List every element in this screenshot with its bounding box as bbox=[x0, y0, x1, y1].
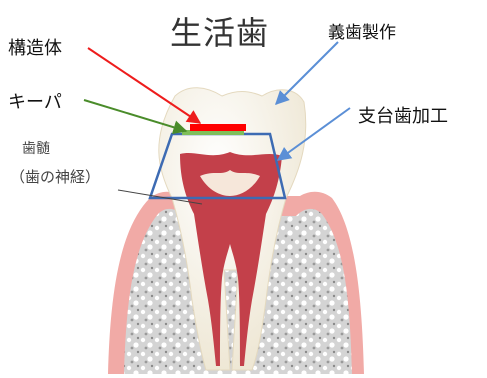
pulp-label: 歯髄 bbox=[22, 141, 50, 157]
keeper-arrow bbox=[83, 99, 188, 135]
pulp-highlight bbox=[200, 170, 260, 196]
diagram-title: 生活歯 bbox=[170, 14, 270, 52]
pulp-sublabel: （歯の神経） bbox=[10, 168, 101, 186]
structure-label: 構造体 bbox=[8, 38, 62, 59]
abutment-arrow bbox=[276, 107, 351, 161]
pulp bbox=[180, 152, 282, 366]
keeper-bar bbox=[182, 130, 244, 135]
abutment-label: 支台歯加工 bbox=[358, 106, 448, 127]
denture-arrow bbox=[275, 41, 339, 105]
keeper-label: キーパ bbox=[8, 92, 62, 113]
structure-arrow bbox=[87, 47, 202, 124]
pulp-pointer bbox=[117, 189, 203, 205]
denture-label: 義歯製作 bbox=[328, 23, 396, 43]
structure-bar bbox=[190, 124, 246, 131]
